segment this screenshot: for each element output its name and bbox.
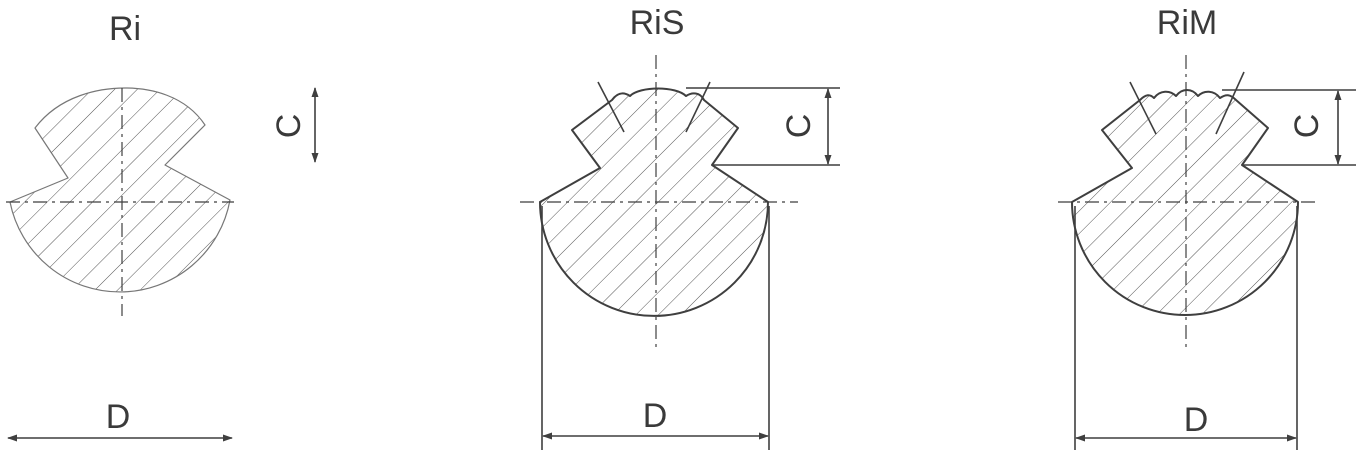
profile-rim-c-label: C [1288, 114, 1326, 139]
profile-ri: Ri C D [6, 10, 319, 442]
profile-ris: RiS C D [520, 4, 840, 450]
profile-ris-shape [539, 87, 769, 317]
profile-rim: RiM C D [1058, 4, 1356, 450]
profile-ri-title: Ri [109, 10, 141, 48]
profile-ris-d-label: D [643, 397, 668, 435]
profile-rim-tool-mark-right [1215, 71, 1245, 135]
profile-ri-d-label: D [106, 398, 131, 436]
profile-ri-c-label: C [270, 114, 308, 139]
profile-ris-title: RiS [630, 4, 685, 42]
profile-ris-tool-mark-right [685, 81, 711, 133]
profile-rim-tool-mark-left [1129, 81, 1157, 135]
profile-rim-title: RiM [1157, 4, 1217, 42]
profile-ri-shape [9, 87, 231, 293]
profile-rim-d-label: D [1184, 401, 1209, 439]
profile-ris-c-label: C [780, 114, 818, 139]
profile-ris-tool-mark-left [597, 81, 625, 133]
